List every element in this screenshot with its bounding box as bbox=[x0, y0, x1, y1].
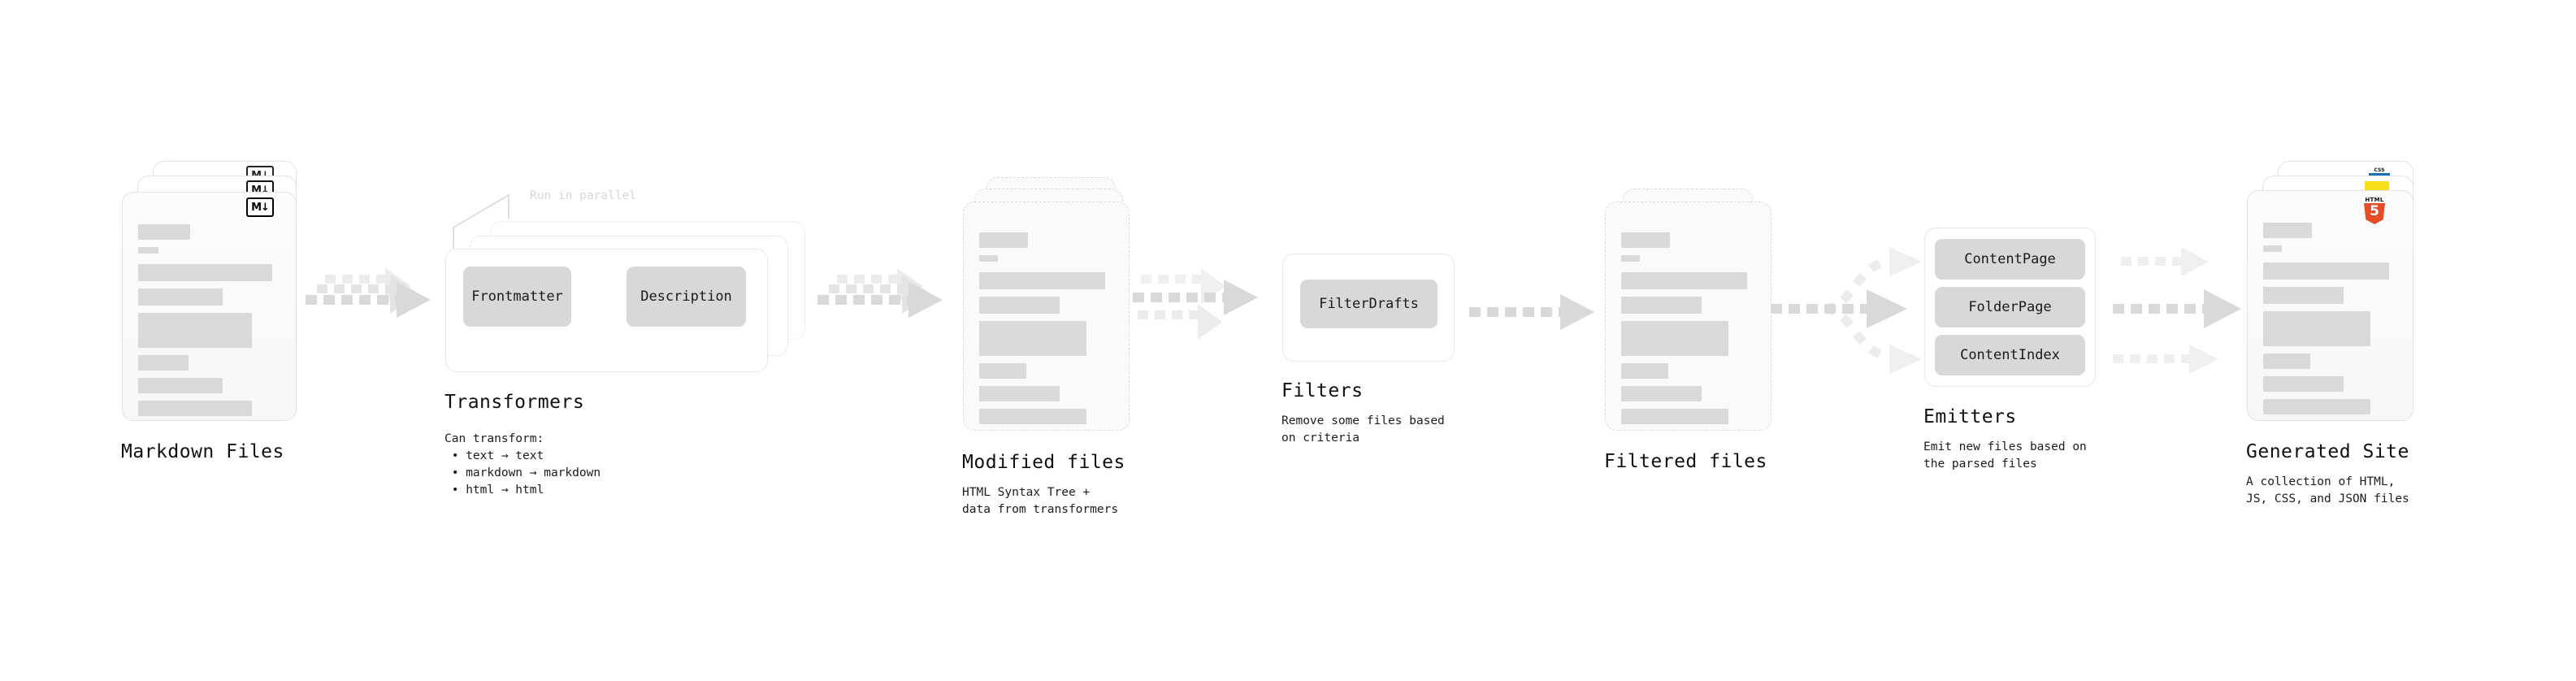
stage-subtitle-generated-site: A collection of HTML, JS, CSS, and JSON … bbox=[2246, 475, 2409, 505]
stage-generated-site: CSS HTML 5 Generated Site A colle bbox=[2246, 161, 2413, 505]
emitter-chip-label: ContentPage bbox=[1964, 251, 2056, 267]
stage-title-emitters: Emitters bbox=[1923, 406, 2017, 427]
stage-modified-files: Modified files HTML Syntax Tree + data f… bbox=[962, 177, 1130, 516]
filter-chip-filterdrafts[interactable]: FilterDrafts bbox=[1300, 280, 1438, 328]
transformer-chip-description[interactable]: Description bbox=[627, 267, 746, 327]
modified-card-stack bbox=[963, 177, 1130, 431]
stage-title-generated-site: Generated Site bbox=[2246, 441, 2409, 462]
connector-filtered-to-emitters bbox=[1771, 247, 1922, 374]
emitter-chip-folderpage[interactable]: FolderPage bbox=[1935, 287, 2085, 327]
connector-modified-to-filters bbox=[1133, 268, 1258, 340]
css-icon: CSS bbox=[2367, 166, 2392, 176]
run-in-parallel-label: Run in parallel bbox=[530, 189, 636, 202]
stage-subtitle-emitters: Emit new files based on the parsed files bbox=[1923, 440, 2087, 471]
markdown-skeleton-lines bbox=[138, 224, 282, 423]
connector-filters-to-filtered bbox=[1469, 294, 1594, 330]
emitter-chip-label: FolderPage bbox=[1968, 299, 2052, 315]
stage-subtitle-modified-files: HTML Syntax Tree + data from transformer… bbox=[962, 486, 1119, 516]
modified-skeleton-lines bbox=[979, 232, 1115, 432]
stage-subtitle-transformers: Can transform: • text → text • markdown … bbox=[445, 432, 601, 497]
stage-title-filters: Filters bbox=[1281, 380, 1364, 401]
filtered-skeleton-lines bbox=[1621, 232, 1757, 432]
transformer-chip-label: Description bbox=[640, 288, 732, 305]
emitter-chip-label: ContentIndex bbox=[1960, 347, 2060, 363]
emitter-chip-contentpage[interactable]: ContentPage bbox=[1935, 239, 2085, 280]
emitter-chip-contentindex[interactable]: ContentIndex bbox=[1935, 335, 2085, 375]
md-icon: M↓ bbox=[246, 197, 274, 217]
site-card-stack: CSS HTML 5 bbox=[2247, 161, 2413, 421]
html5-icon-label: HTML bbox=[2365, 197, 2384, 203]
css-icon-bar bbox=[2369, 173, 2390, 176]
stage-markdown-files: M↓ M↓ M↓ Markdown Files bbox=[121, 161, 297, 462]
connector-transformers-to-modified bbox=[817, 268, 943, 318]
html5-icon-shield: 5 bbox=[2364, 203, 2385, 224]
connector-md-to-transformers bbox=[306, 268, 431, 318]
stage-subtitle-filters: Remove some files based on criteria bbox=[1281, 414, 1445, 445]
filtered-card-stack bbox=[1605, 189, 1772, 432]
site-skeleton-lines bbox=[2263, 223, 2399, 422]
css-icon-label: CSS bbox=[2374, 167, 2385, 173]
run-in-parallel-callout-line bbox=[453, 193, 510, 249]
stage-title-filtered-files: Filtered files bbox=[1604, 451, 1767, 472]
stage-filtered-files: Filtered files bbox=[1604, 189, 1772, 472]
filter-chip-label: FilterDrafts bbox=[1319, 296, 1419, 312]
transformer-chip-frontmatter[interactable]: Frontmatter bbox=[463, 267, 571, 327]
html5-icon: HTML 5 bbox=[2363, 197, 2386, 224]
markdown-card-stack: M↓ M↓ M↓ bbox=[122, 161, 297, 421]
connector-emitters-to-site bbox=[2113, 247, 2241, 374]
transformer-chip-label: Frontmatter bbox=[471, 288, 563, 305]
stage-title-transformers: Transformers bbox=[445, 392, 585, 413]
stage-title-markdown-files: Markdown Files bbox=[121, 441, 284, 462]
stage-title-modified-files: Modified files bbox=[962, 452, 1125, 473]
